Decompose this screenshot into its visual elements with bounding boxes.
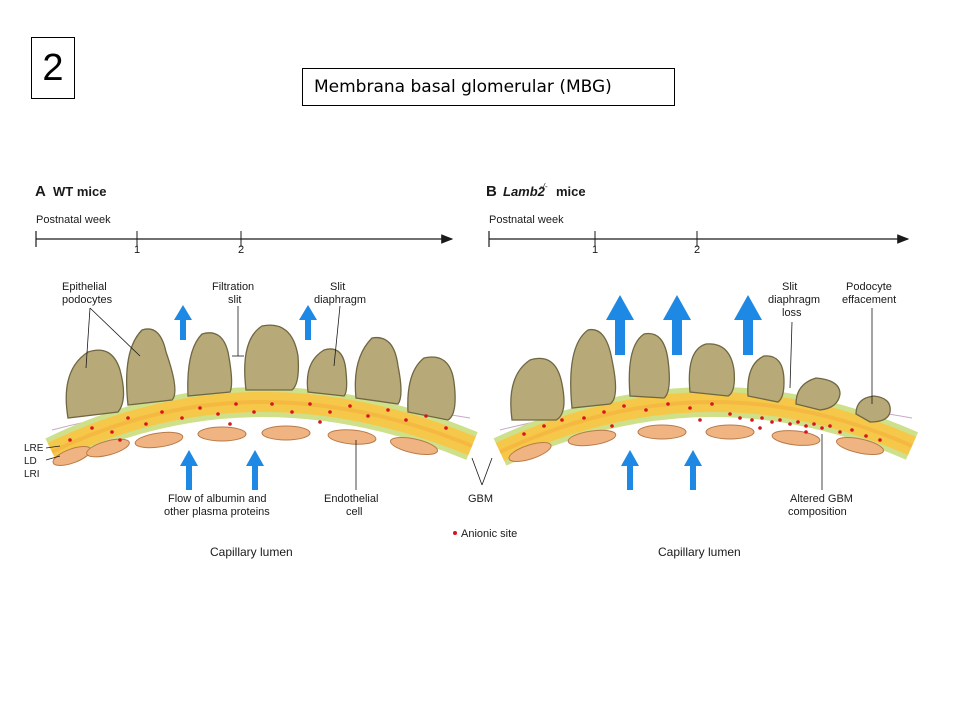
- panel-b-podocyte: [628, 332, 670, 399]
- panel-a-arrow-up: [246, 450, 264, 490]
- lre-label: LRE: [24, 443, 44, 454]
- panel-b-endothelial-cell: [637, 424, 687, 440]
- panel-b-podocyte: [570, 328, 617, 409]
- panel-a-endothelial-cell: [261, 425, 311, 441]
- capillary-lumen-label-b: Capillary lumen: [658, 545, 741, 559]
- anionic-site-legend-dot: [453, 531, 457, 535]
- panel-a-arrows: [174, 305, 317, 490]
- panel-b-arrows: [606, 295, 762, 490]
- panel-b-podocyte-effaced: [795, 377, 841, 411]
- panel-b-tick-label-1: 1: [592, 244, 598, 256]
- panel-a-arrow-up: [299, 305, 317, 340]
- panel-b-podocyte: [510, 357, 565, 421]
- podocyte-effacement-label: effacement: [842, 294, 896, 306]
- panel-b-podocyte-effaced: [855, 395, 891, 423]
- panel-b-endothelial-cell: [705, 424, 755, 440]
- altered-gbm-label: composition: [788, 506, 847, 518]
- panel-b-podocyte: [688, 343, 736, 397]
- panel-a-podocyte: [306, 348, 348, 397]
- slit-diaphragm-label: diaphragm: [314, 294, 366, 306]
- panel-b-endothelial-cell: [771, 430, 821, 446]
- panel-b-arrow-up: [684, 450, 702, 490]
- panel-a-heading: WT mice: [53, 184, 106, 199]
- epithelial-podocytes-label: podocytes: [62, 294, 113, 306]
- panel-a-arrow-up: [180, 450, 198, 490]
- panel-a-gbm-lamina-densa: [51, 400, 473, 454]
- panel-a-tick-label-2: 2: [238, 244, 244, 256]
- flow-label: other plasma proteins: [164, 506, 270, 518]
- podocyte-effacement-label: Podocyte: [846, 281, 892, 293]
- endothelial-cell-label: cell: [346, 506, 363, 518]
- capillary-lumen-label-a: Capillary lumen: [210, 545, 293, 559]
- panel-a-leaders: [45, 305, 493, 490]
- epithelial-podocytes-label: Epithelial: [62, 281, 107, 293]
- panel-b-podocyte: [747, 355, 785, 403]
- panel-a-timeline-label: Postnatal week: [36, 214, 111, 226]
- panel-a-podocyte: [187, 332, 233, 397]
- panel-b-timeline-label: Postnatal week: [489, 214, 564, 226]
- panel-b-tick-label-2: 2: [694, 244, 700, 256]
- panel-b-letter: B: [486, 183, 497, 200]
- panel-b-heading-rest: mice: [556, 184, 586, 199]
- panel-a-endothelial-cell: [389, 437, 439, 455]
- panel-b-heading-sup: -/-: [540, 182, 548, 191]
- anionic-site-label: Anionic site: [461, 528, 517, 540]
- panel-a-podocyte: [244, 324, 300, 391]
- panel-a-podocyte: [65, 349, 125, 419]
- panel-a-arrow-up: [174, 305, 192, 340]
- slit-diaphragm-label: Slit: [330, 281, 345, 293]
- panel-b-arrow-up-large: [663, 295, 691, 355]
- gbm-label: GBM: [468, 493, 493, 505]
- panel-a-podocyte: [354, 336, 402, 405]
- panel-b-arrow-up-large: [734, 295, 762, 355]
- panel-b-heading-gene: Lamb2: [503, 184, 546, 199]
- panel-a-podocyte: [407, 356, 456, 421]
- panel-a-endothelial-cell: [197, 426, 247, 442]
- panel-b-arrow-up: [621, 450, 639, 490]
- ld-label: LD: [24, 456, 37, 467]
- panel-a: A WT mice Postnatal week 1 2: [24, 183, 517, 559]
- panel-a-podocyte: [125, 328, 176, 406]
- slit-diaphragm-loss-label: loss: [782, 307, 802, 319]
- filtration-slit-label: Filtration: [212, 281, 254, 293]
- panel-b-arrow-up-large: [606, 295, 634, 355]
- slide-title: Membrana basal glomerular (MBG): [302, 68, 675, 106]
- altered-gbm-label: Altered GBM: [790, 493, 853, 505]
- panel-b-endothelial-cell: [835, 437, 885, 455]
- slide-number: 2: [31, 37, 75, 99]
- panel-b-gbm-lamina-densa: [499, 399, 913, 454]
- panel-b-endothelial-cell: [508, 441, 552, 463]
- panel-a-endothelial-cell: [327, 429, 377, 445]
- panel-b-anionic-sites: [522, 402, 882, 442]
- panel-a-anionic-sites: [68, 402, 448, 442]
- panel-b-leaders: [789, 308, 873, 490]
- panel-a-letter: A: [35, 183, 46, 200]
- slit-diaphragm-loss-label: diaphragm: [768, 294, 820, 306]
- filtration-slit-label: slit: [228, 294, 241, 306]
- lri-label: LRI: [24, 469, 40, 480]
- flow-label: Flow of albumin and: [168, 493, 266, 505]
- panel-b-endothelial-cell: [567, 429, 617, 447]
- panel-a-tick-label-1: 1: [134, 244, 140, 256]
- slit-diaphragm-loss-label: Slit: [782, 281, 797, 293]
- panel-a-endothelial-cell: [86, 438, 130, 458]
- endothelial-cell-label: Endothelial: [324, 493, 378, 505]
- panel-a-endothelial-cell: [134, 431, 184, 449]
- panel-b: B Lamb2 -/- mice Postnatal week 1 2: [486, 182, 919, 559]
